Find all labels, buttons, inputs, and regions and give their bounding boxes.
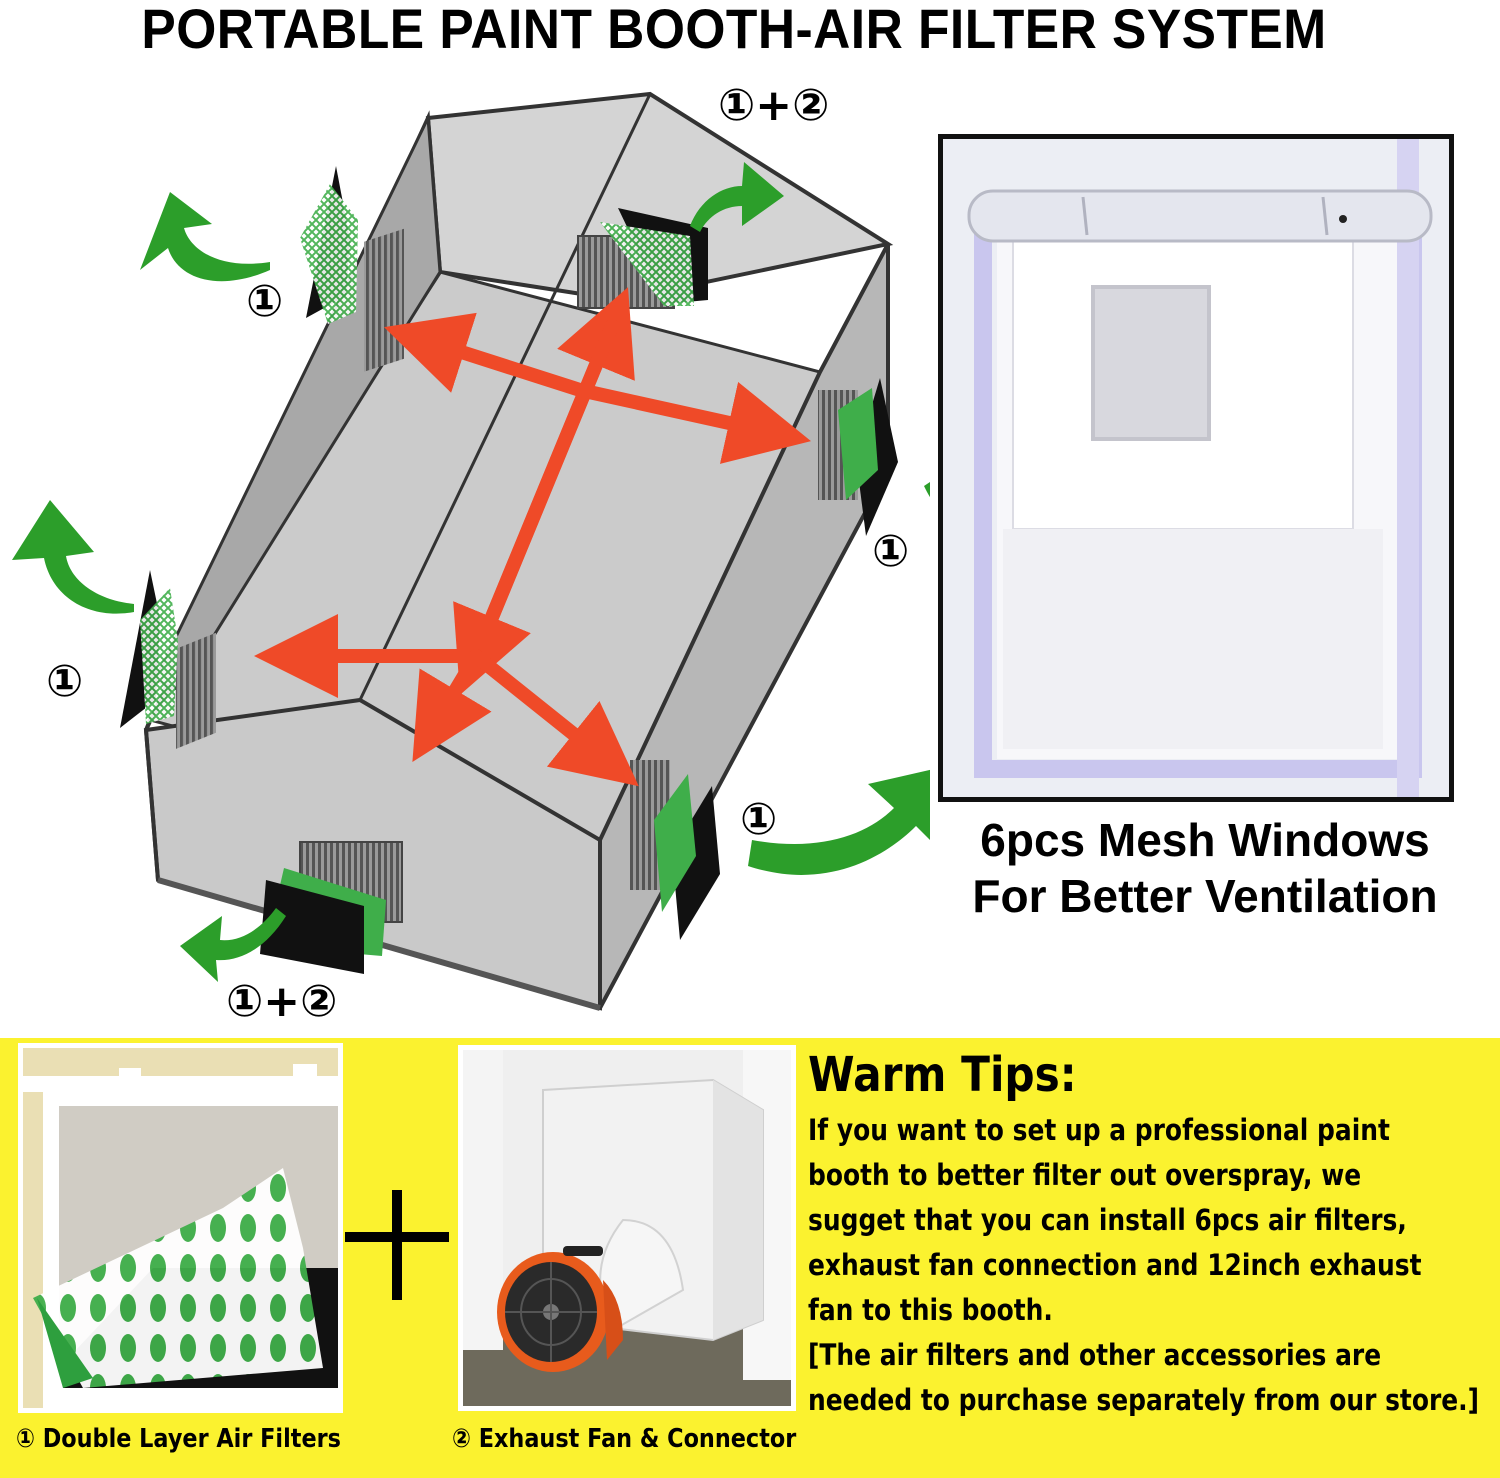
warm-tips: Warm Tips: If you want to set up a profe… [808, 1048, 1498, 1423]
exhaust-fan-caption: ② Exhaust Fan & Connector [452, 1424, 797, 1454]
plus-icon [345, 1190, 449, 1300]
tips-body: If you want to set up a professional pai… [808, 1108, 1498, 1423]
curved-arrow-icon [140, 192, 270, 282]
air-filter-caption: ① Double Layer Air Filters [16, 1424, 341, 1454]
tips-line: [The air filters and other accessories a… [808, 1338, 1382, 1372]
filter-right-upper [838, 378, 898, 536]
filter-left-upper [300, 166, 358, 324]
mesh-caption-line2: For Better Ventilation [972, 870, 1438, 922]
callout-top-back: ①+② [718, 80, 830, 131]
air-filter-photo [18, 1043, 343, 1413]
curved-arrow-icon [748, 769, 930, 875]
curved-arrow-icon [690, 162, 784, 232]
filter-back [600, 208, 708, 306]
tips-line: booth to better filter out overspray, we [808, 1158, 1362, 1192]
callout-left-upper: ① [246, 276, 284, 327]
vent-left-lower [176, 632, 216, 749]
cross-arrows-icon [254, 287, 812, 787]
page-title: PORTABLE PAINT BOOTH-AIR FILTER SYSTEM [141, 0, 1327, 60]
booth-diagram [12, 91, 930, 1011]
mesh-windows-caption: 6pcs Mesh Windows For Better Ventilation [930, 812, 1480, 924]
callout-right-upper: ① [872, 526, 910, 577]
filter-front [260, 868, 386, 974]
exhaust-fan-photo [458, 1045, 796, 1411]
curved-arrow-icon [924, 482, 930, 498]
mesh-window-photo [938, 134, 1454, 802]
vent-left-upper [364, 228, 404, 372]
callout-front: ①+② [226, 976, 338, 1027]
air-filter-illustration [23, 1048, 338, 1408]
fan-icon [497, 1246, 623, 1372]
mesh-caption-line1: 6pcs Mesh Windows [980, 814, 1430, 866]
tips-line: If you want to set up a professional pai… [808, 1113, 1390, 1147]
mesh-window-illustration [943, 139, 1449, 797]
tips-line: sugget that you can install 6pcs air fil… [808, 1203, 1407, 1237]
filter-right-lower [654, 774, 720, 940]
tips-line: exhaust fan connection and 12inch exhaus… [808, 1248, 1422, 1282]
filter-left-lower [120, 570, 178, 728]
exhaust-fan-illustration [463, 1050, 791, 1406]
tips-heading: Warm Tips: [808, 1047, 1077, 1103]
callout-right-lower: ① [740, 794, 778, 845]
tips-line: needed to purchase separately from our s… [808, 1383, 1480, 1417]
callout-left-lower: ① [46, 656, 84, 707]
curved-arrow-icon [12, 500, 134, 614]
tips-line: fan to this booth. [808, 1293, 1053, 1327]
curved-arrow-icon [180, 908, 286, 982]
